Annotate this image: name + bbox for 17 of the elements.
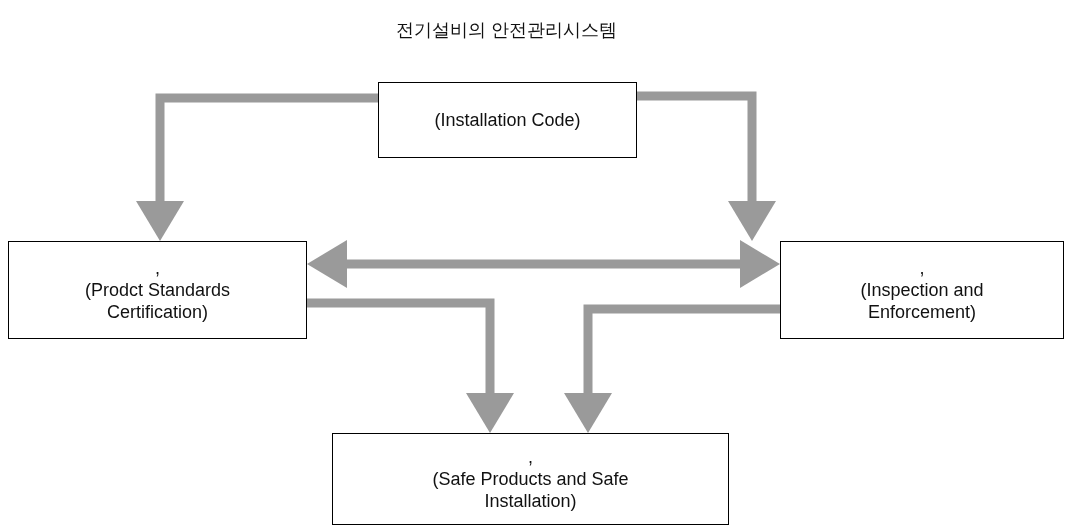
arrow	[307, 298, 514, 433]
box-text: ,	[528, 446, 533, 468]
arrow	[136, 93, 378, 241]
process-box	[378, 82, 637, 158]
box-text: (Safe Products and Safe Installation)	[431, 468, 630, 512]
arrow	[307, 240, 780, 288]
process-box	[780, 241, 1064, 339]
box-text: ,	[919, 257, 925, 279]
title: 전기설비의 안전관리시스템	[396, 19, 618, 42]
arrow	[564, 304, 780, 433]
process-box	[332, 433, 729, 525]
arrow	[637, 91, 776, 241]
box-text: (Installation Code)	[434, 109, 581, 131]
box-text: ,	[155, 257, 160, 279]
process-box	[8, 241, 307, 339]
box-text: (Inspection and Enforcement)	[859, 279, 985, 323]
box-text: (Prodct Standards Certification)	[83, 279, 232, 323]
